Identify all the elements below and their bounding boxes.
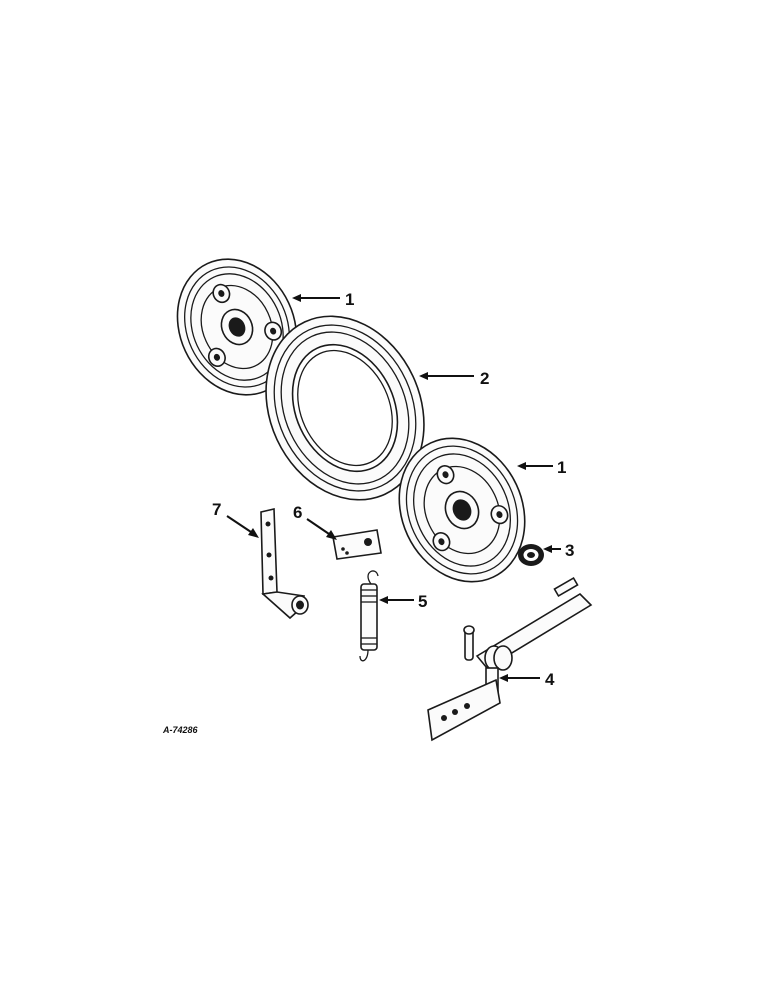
callout-6: 6 <box>293 503 302 522</box>
callout-4: 4 <box>545 670 555 689</box>
callout-7: 7 <box>212 500 221 519</box>
leader-3 <box>543 545 561 553</box>
leader-5 <box>379 596 414 604</box>
figure-id: A-74286 <box>162 725 199 735</box>
wheel-half-bottom <box>398 437 526 583</box>
leader-1-bottom <box>517 462 553 470</box>
spring <box>359 570 379 662</box>
leader-2 <box>419 372 474 380</box>
bracket <box>260 508 309 620</box>
leader-6 <box>306 518 337 540</box>
leader-1-top <box>292 294 340 302</box>
callout-1-top: 1 <box>345 290 354 309</box>
tire <box>265 315 425 501</box>
callout-2: 2 <box>480 369 489 388</box>
bearing <box>518 544 544 566</box>
leader-4 <box>499 674 540 682</box>
wheel-half-top <box>176 258 298 396</box>
plate <box>332 529 382 560</box>
callout-1-bottom: 1 <box>557 458 566 477</box>
arm <box>427 576 593 742</box>
callout-5: 5 <box>418 592 427 611</box>
leader-7 <box>226 515 259 538</box>
callout-3: 3 <box>565 541 574 560</box>
